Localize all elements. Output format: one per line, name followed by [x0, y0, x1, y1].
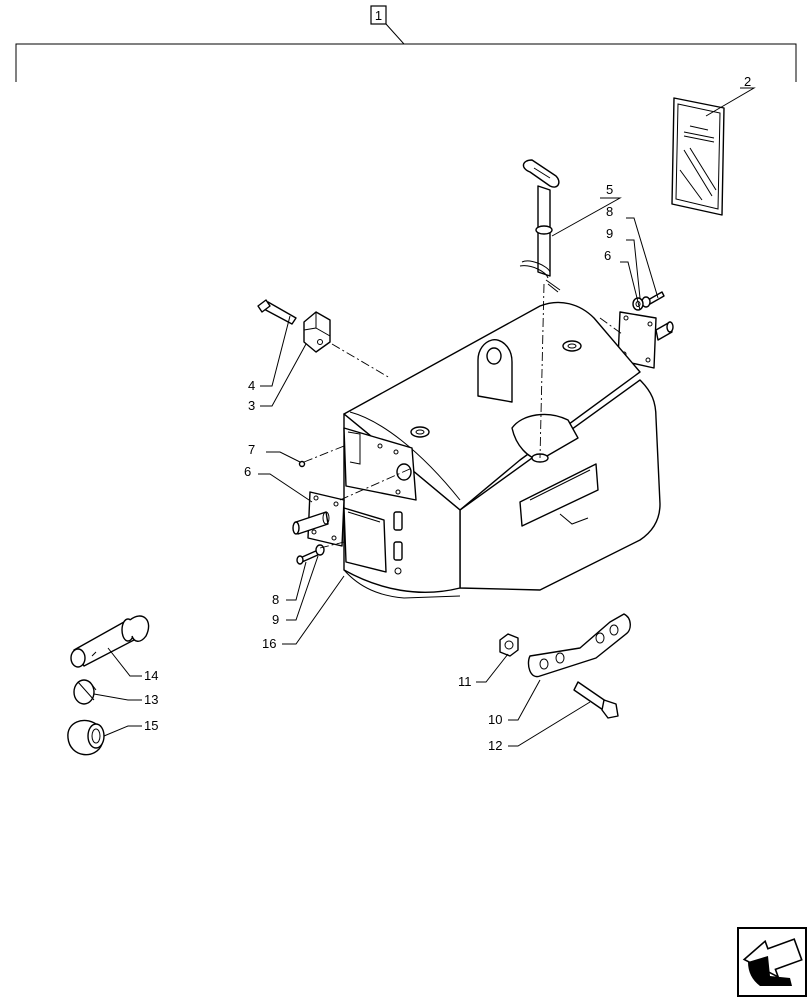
link-strap [527, 613, 631, 678]
navigation-arrow-icon[interactable] [737, 927, 807, 997]
callout-9-left: 9 [272, 612, 279, 627]
callout-5: 5 [606, 182, 613, 197]
callout-11: 11 [458, 674, 472, 689]
assembly-number: 1 [375, 8, 382, 23]
callout-15: 15 [144, 718, 158, 733]
hex-nut [499, 633, 519, 657]
callout-14: 14 [144, 668, 158, 683]
callout-10: 10 [488, 712, 502, 727]
top-bolt-and-block [257, 299, 331, 353]
ball-cap [67, 719, 105, 756]
lynch-clip [73, 679, 97, 705]
callout-2: 2 [744, 74, 751, 89]
callout-7: 7 [248, 442, 255, 457]
leader-lines [93, 87, 756, 747]
callout-12: 12 [488, 738, 502, 753]
centerlines [303, 283, 623, 549]
hitch-pin [519, 159, 561, 293]
callout-labels: 2 5 8 9 6 4 3 7 6 8 9 16 14 13 15 11 10 … [144, 74, 751, 753]
lower-fasteners [296, 460, 325, 565]
counterweight-body [343, 301, 661, 599]
callout-6-right: 6 [604, 248, 611, 263]
callout-4: 4 [248, 378, 255, 393]
callout-16: 16 [262, 636, 276, 651]
callout-3: 3 [248, 398, 255, 413]
manual-booklet [671, 97, 725, 216]
left-mount-plate [292, 491, 345, 547]
drawbar-pin [70, 615, 150, 668]
callout-8-left: 8 [272, 592, 279, 607]
assembly-bracket: 1 [15, 5, 797, 82]
callout-6-left: 6 [244, 464, 251, 479]
callout-13: 13 [144, 692, 158, 707]
strap-bolt [573, 681, 619, 719]
callout-8-right: 8 [606, 204, 613, 219]
callout-9-right: 9 [606, 226, 613, 241]
